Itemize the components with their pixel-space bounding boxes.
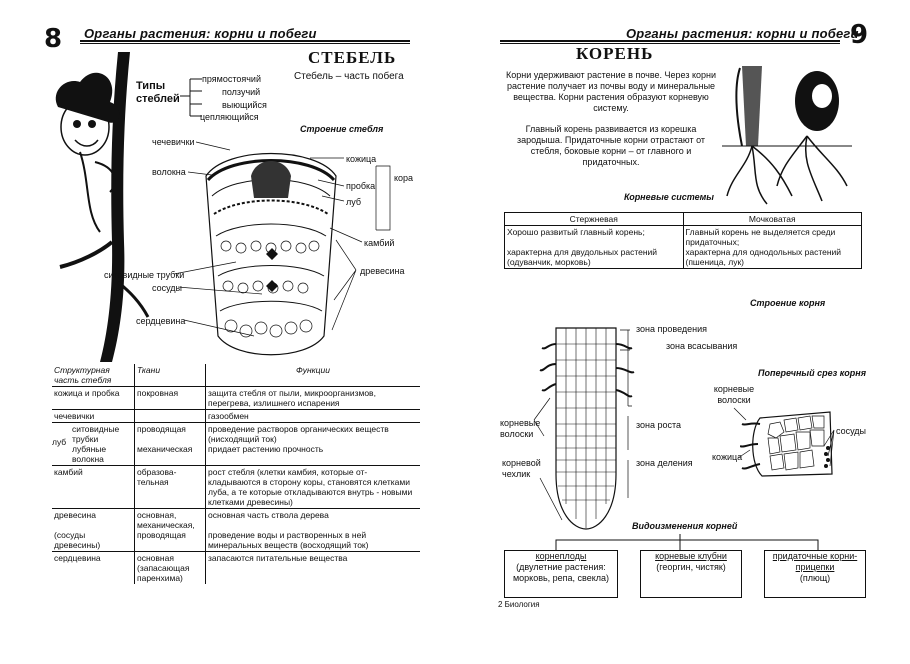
row-part: кожица и пробка xyxy=(52,387,135,410)
right-page-header: Органы растения: корни и побеги xyxy=(626,26,859,41)
row-function: запасаются питательные вещества xyxy=(206,552,421,585)
th-taproot: Стержневая xyxy=(505,213,684,226)
modification-root-tubers: корневые клубни (георгин, чистяк) xyxy=(640,550,742,598)
row-function: основная часть ствола дерева xyxy=(208,510,418,520)
row-part: чечевички xyxy=(52,410,135,423)
th-part: Структурная часть стебля xyxy=(52,364,135,387)
stem-table: Структурная часть стебля Ткани Функции к… xyxy=(52,364,420,584)
th-fibrous: Мочковатая xyxy=(683,213,862,226)
modifications-connector xyxy=(500,530,880,552)
th-function: Функции xyxy=(206,364,421,387)
zone-conduction: зона проведения xyxy=(636,324,707,335)
root-systems-subtitle: Корневые системы xyxy=(624,192,714,202)
row-part-lub: луб ситовидные трубки лубяные волокна xyxy=(52,423,135,466)
row-part: камбий xyxy=(52,466,135,509)
modification-text: (двулетние растения: морковь, репа, свек… xyxy=(505,562,617,584)
root-title: КОРЕНЬ xyxy=(576,44,653,64)
root-paragraph-1: Корни удерживают растение в почве. Через… xyxy=(502,70,720,114)
modification-climbing-roots: придаточные корни-прицепки (плющ) xyxy=(764,550,866,598)
row-function: придает растению прочность xyxy=(208,444,418,454)
taproot-examples: характерна для двудольных растений (одув… xyxy=(507,247,681,267)
row-part: древесина xyxy=(54,510,132,520)
modification-text: (плющ) xyxy=(765,573,865,584)
modification-title: придаточные корни-прицепки xyxy=(765,551,865,573)
row-function: рост стебля (клетки камбия, которые от-к… xyxy=(206,466,421,509)
right-page-number: 9 xyxy=(850,20,868,50)
row-tissue: образова-тельная xyxy=(135,466,206,509)
taproot-desc: Хорошо развитый главный корень; xyxy=(507,227,681,237)
lub-sieve-tubes: ситовидные трубки xyxy=(72,424,130,444)
right-header-rule xyxy=(500,40,840,42)
th-tissue: Ткани xyxy=(135,364,206,387)
fibrous-desc: Главный корень не выделяется среди прида… xyxy=(686,227,860,247)
structure-leader-lines xyxy=(0,0,460,380)
root-systems-table: Стержневая Мочковатая Хорошо развитый гл… xyxy=(504,212,862,269)
row-part: сердцевина xyxy=(52,552,135,585)
row-function: защита стебля от пыли, микроорганизмов, … xyxy=(206,387,421,410)
fibrous-examples: характерна для однодольных растений (пше… xyxy=(686,247,860,267)
modification-root-crops: корнеплоды (двулетние растения: морковь,… xyxy=(504,550,618,598)
row-tissue: проводящая xyxy=(137,424,203,434)
tree-roots-illustration xyxy=(722,46,852,206)
lub-label: луб xyxy=(52,437,66,447)
row-tissue: покровная xyxy=(135,387,206,410)
zone-absorption: зона всасывания xyxy=(666,341,737,352)
row-function: газообмен xyxy=(206,410,421,423)
modification-text: (георгин, чистяк) xyxy=(641,562,741,573)
row-function: проведение воды и растворенных в ней мин… xyxy=(208,530,418,550)
modification-title: корневые клубни xyxy=(641,551,741,562)
zone-division: зона деления xyxy=(636,458,693,469)
root-hairs-label: корневые волоски xyxy=(500,418,546,440)
root-paragraph-2: Главный корень развивается из корешка за… xyxy=(502,124,720,168)
root-cap-label: корневой чехлик xyxy=(502,458,546,480)
cross-leader-lines xyxy=(700,380,870,490)
modification-title: корнеплоды xyxy=(505,551,617,562)
row-tissue xyxy=(135,410,206,423)
row-tissue: основная (запасающая паренхима) xyxy=(135,552,206,585)
row-tissue: механическая xyxy=(137,444,203,454)
cross-section-title: Поперечный срез корня xyxy=(758,368,866,378)
zone-growth: зона роста xyxy=(636,420,681,431)
row-function: проведение растворов органических вещест… xyxy=(208,424,418,444)
page-footer: 2 Биология xyxy=(498,600,540,609)
row-tissue: основная, механическая, проводящая xyxy=(135,509,206,552)
root-structure-subtitle: Строение корня xyxy=(750,298,825,308)
stem-table-wrap: Структурная часть стебля Ткани Функции к… xyxy=(52,364,420,584)
lub-fibers: лубяные волокна xyxy=(72,444,130,464)
row-part: (сосуды древесины) xyxy=(54,530,132,550)
